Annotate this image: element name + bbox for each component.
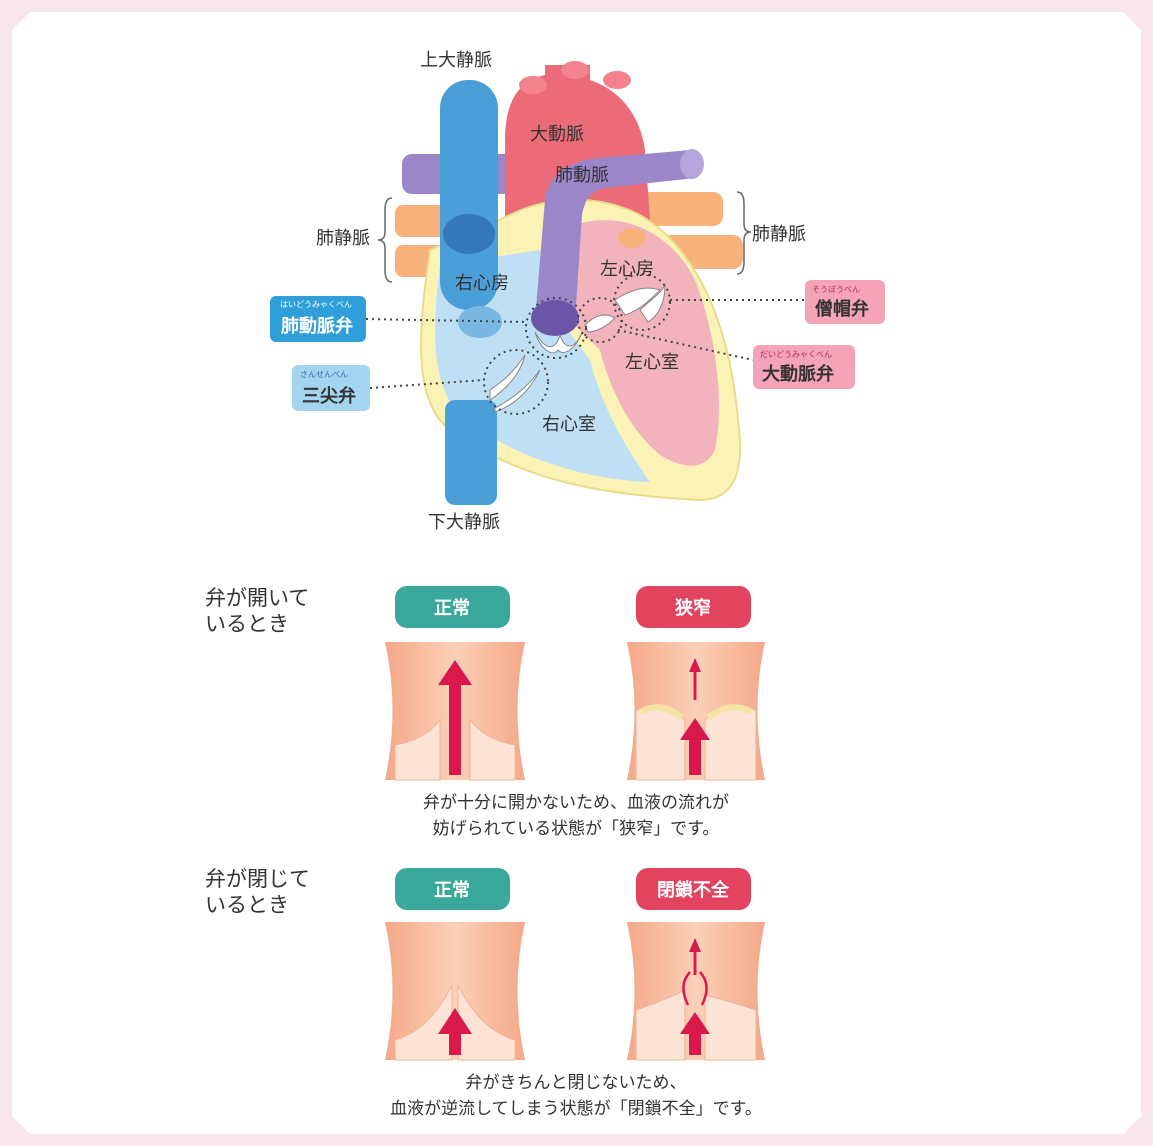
tricuspid-valve-ruby: さんせんべん: [300, 370, 348, 379]
right-ventricle-label: 右心室: [542, 414, 596, 435]
pulmonary-vein-left-label: 肺静脈: [316, 228, 370, 249]
closed-abnormal-label: 閉鎖不全: [657, 879, 730, 901]
open-caption-line2: 妨げられている状態が「狭窄」です。: [433, 819, 720, 839]
left-atrium-label: 左心房: [600, 259, 654, 280]
open-section-title-1: 弁が開いて: [205, 586, 309, 610]
pulmonary-artery-label: 肺動脈: [555, 165, 609, 186]
brace-left: [378, 198, 392, 282]
open-normal-vessel: [385, 642, 525, 780]
open-caption-line1: 弁が十分に開かないため、血液の流れが: [423, 793, 729, 813]
open-stenosis-vessel: [627, 642, 765, 780]
aortic-valve-label: 大動脈弁: [762, 363, 834, 385]
pulmonary-valve-label: 肺動脈弁: [281, 315, 353, 337]
open-section-title-2: いるとき: [205, 612, 289, 636]
heart-illustration: [366, 61, 805, 505]
closed-caption-line2: 血液が逆流してしまう状態が「閉鎖不全」です。: [390, 1099, 762, 1119]
inferior-vena-cava-label: 下大静脈: [428, 512, 500, 533]
closed-regurgitation-vessel: [627, 922, 765, 1060]
open-normal-label: 正常: [434, 597, 470, 619]
aortic-valve-ruby: だいどうみゃくべん: [760, 350, 832, 359]
closed-normal-vessel: [385, 922, 525, 1060]
inferior-vena-cava-shape: [445, 400, 497, 505]
closed-caption-line1: 弁がきちんと閉じないため、: [466, 1073, 687, 1093]
pulmonary-valve-ruby: はいどうみゃくべん: [280, 300, 352, 309]
aorta-label: 大動脈: [530, 124, 584, 145]
tricuspid-valve-label: 三尖弁: [302, 385, 356, 407]
mitral-valve-ruby: そうぼうべん: [812, 285, 860, 294]
closed-normal-label: 正常: [434, 879, 470, 901]
closed-section-title-2: いるとき: [205, 893, 289, 917]
open-abnormal-label: 狭窄: [674, 597, 711, 619]
right-atrium-label: 右心房: [455, 273, 509, 294]
left-ventricle-label: 左心室: [625, 352, 679, 373]
closed-section-title-1: 弁が閉じて: [205, 867, 310, 891]
pulmonary-vein-right-label: 肺静脈: [752, 224, 806, 245]
mitral-valve-label: 僧帽弁: [815, 298, 869, 320]
superior-vena-cava-label: 上大静脈: [420, 50, 492, 71]
